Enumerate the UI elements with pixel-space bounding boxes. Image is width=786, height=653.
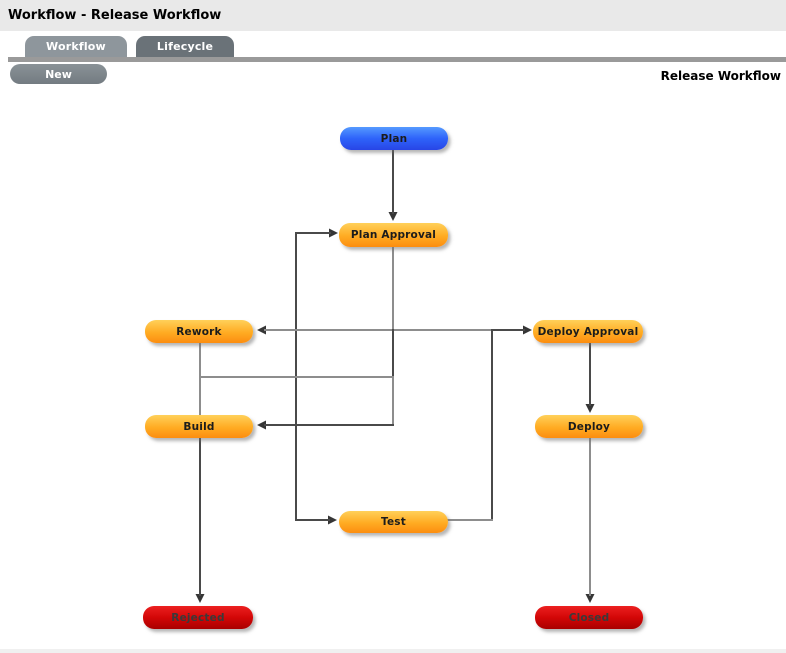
tabs-underline-bar	[8, 57, 786, 62]
connector-arrowhead	[523, 325, 532, 335]
state-node-rework[interactable]: Rework	[145, 320, 253, 343]
tab-lifecycle[interactable]: Lifecycle	[135, 36, 235, 57]
state-node-plan[interactable]: Plan	[340, 127, 448, 150]
new-button[interactable]: New	[10, 64, 107, 84]
tab-workflow[interactable]: Workflow	[25, 36, 127, 57]
page-title: Workflow - Release Workflow	[8, 8, 222, 23]
connector-arrowhead	[328, 515, 337, 525]
state-node-plan-approval[interactable]: Plan Approval	[339, 223, 448, 247]
state-node-deploy-approval[interactable]: Deploy Approval	[533, 320, 643, 343]
connector-line	[491, 329, 525, 521]
context-title: Release Workflow	[660, 69, 781, 83]
footer-strip	[0, 649, 786, 653]
state-node-deploy[interactable]: Deploy	[535, 415, 643, 438]
page-header: Workflow - Release Workflow	[0, 0, 786, 31]
state-node-closed[interactable]: Closed	[535, 606, 643, 629]
connector-arrowhead	[195, 594, 205, 603]
connector-arrowhead	[329, 228, 338, 238]
state-node-rejected[interactable]: Rejected	[143, 606, 253, 629]
connector-arrowhead	[257, 325, 266, 335]
connector-arrowhead	[585, 404, 595, 413]
state-node-test[interactable]: Test	[339, 511, 448, 533]
tab-bar: Workflow Lifecycle	[25, 36, 235, 57]
state-node-build[interactable]: Build	[145, 415, 253, 438]
connector-arrowhead	[585, 594, 595, 603]
connector-arrowhead	[388, 212, 398, 221]
connector-arrowhead	[257, 420, 266, 430]
